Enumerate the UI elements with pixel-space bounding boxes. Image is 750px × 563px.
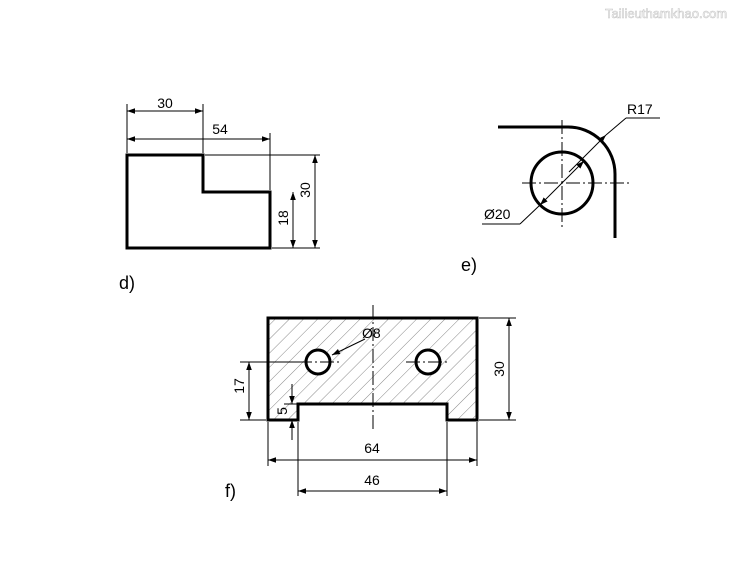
- f-hole-text: Ø8: [362, 325, 381, 341]
- figure-f-outline: [266, 316, 479, 422]
- e-radius-text: R17: [627, 101, 653, 117]
- f-dim-slot-text: 5: [274, 407, 290, 415]
- f-dim-total-width-text: 64: [364, 440, 380, 456]
- d-dim-height-text: 30: [297, 182, 313, 198]
- figure-e: R17 Ø20 e): [461, 101, 660, 275]
- watermark-text: Tailieuthamkhao.com: [605, 6, 727, 21]
- e-diameter-text: Ø20: [484, 206, 511, 222]
- d-dim-top-partial-text: 30: [157, 95, 173, 111]
- e-diameter-line: [539, 160, 585, 206]
- f-dim-hole-height-text: 17: [231, 378, 247, 394]
- f-dim-height-text: 30: [491, 361, 507, 377]
- figure-f: Ø8 30 17 5 64 46 f): [225, 305, 516, 501]
- figure-e-label: e): [461, 255, 477, 275]
- f-dim-inner-width-text: 46: [364, 472, 380, 488]
- d-dim-width-text: 54: [212, 121, 228, 137]
- figure-d: 30 54 30 18 d): [119, 95, 320, 293]
- f-hole-leader: [331, 338, 366, 356]
- figure-d-label: d): [119, 273, 135, 293]
- figure-f-label: f): [225, 481, 236, 501]
- d-dim-step-text: 18: [275, 210, 291, 226]
- figure-d-outline: [125, 153, 272, 250]
- e-radius-leader-ext: [605, 117, 627, 136]
- e-diameter-leader: [519, 204, 541, 225]
